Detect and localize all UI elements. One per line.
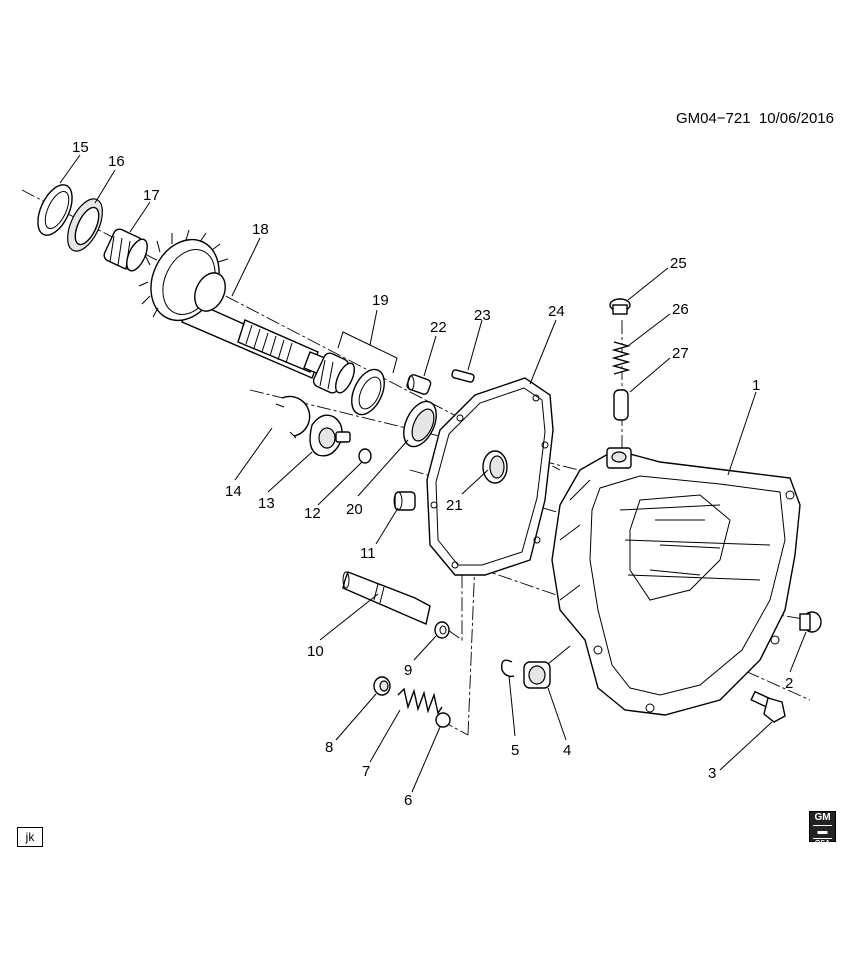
part-6-ball [435, 712, 451, 728]
callout-15: 15 [72, 139, 89, 156]
part-23-dowel-pin [451, 369, 475, 383]
part-21-seal [482, 450, 508, 484]
part-13-shift-fork [309, 414, 351, 457]
callout-19: 19 [372, 292, 389, 309]
part-15-thrust-washer [37, 184, 73, 236]
callout-6: 6 [404, 792, 412, 809]
callout-27: 27 [672, 345, 689, 362]
callout-5: 5 [511, 742, 519, 759]
diagram-code: GM04−721 [675, 110, 751, 127]
callout-7: 7 [362, 763, 370, 780]
callout-16: 16 [108, 153, 125, 170]
part-8-plug [373, 676, 391, 696]
callout-21: 21 [446, 497, 463, 514]
callout-24: 24 [548, 303, 565, 320]
callout-25: 25 [670, 255, 687, 272]
callout-17: 17 [143, 187, 160, 204]
part-17-roller-bearing [103, 228, 148, 272]
callout-9: 9 [404, 662, 412, 679]
part-27-pin [613, 389, 629, 421]
part-20-seal [403, 400, 437, 448]
callout-18: 18 [252, 221, 269, 238]
gm-logo-subtext: OSA [814, 840, 831, 847]
callout-13: 13 [258, 495, 275, 512]
part-25-plug [609, 298, 631, 315]
part-22-bushing [406, 374, 432, 395]
callout-numbers: 1 2 3 4 5 6 7 8 9 10 11 12 13 14 15 16 1… [72, 139, 793, 809]
part-19-bearing-assembly [312, 309, 398, 416]
part-3-bolt [750, 690, 786, 723]
part-10-shaft [342, 571, 431, 625]
part-1-clutch-housing [551, 447, 801, 716]
part-26-spring [611, 341, 631, 375]
part-14-snap-ring [275, 395, 311, 439]
gm-logo-icon: GM ▬ OSA [809, 811, 836, 847]
callout-23: 23 [474, 307, 491, 324]
callout-26: 26 [672, 301, 689, 318]
callout-8: 8 [325, 739, 333, 756]
gm-logo-text: GM [814, 812, 831, 823]
callout-14: 14 [225, 483, 242, 500]
part-5-clip [501, 659, 515, 678]
part-9-o-ring [434, 621, 450, 639]
callout-22: 22 [430, 319, 447, 336]
part-7-spring [397, 687, 443, 715]
callout-1: 1 [752, 377, 760, 394]
part-2-plug [799, 611, 822, 633]
part-11-bushing [393, 491, 416, 511]
author-badge: jk [17, 827, 43, 847]
part-12-pin [358, 448, 372, 464]
callout-2: 2 [785, 675, 793, 692]
callout-11: 11 [360, 545, 376, 562]
diagram-reference: GM04−721 10/06/2016 [676, 110, 834, 127]
gm-logo-mark: ▬ [813, 825, 832, 839]
callout-20: 20 [346, 501, 363, 518]
leader-lines [59, 154, 807, 793]
callout-3: 3 [708, 765, 716, 782]
diagram-date: 10/06/2016 [758, 110, 834, 127]
callout-12: 12 [304, 505, 321, 522]
part-16-thrust-bearing [67, 198, 103, 252]
part-4-plug [523, 645, 571, 689]
callout-4: 4 [563, 742, 571, 759]
callout-10: 10 [307, 643, 324, 660]
part-18-input-shaft [138, 229, 331, 379]
